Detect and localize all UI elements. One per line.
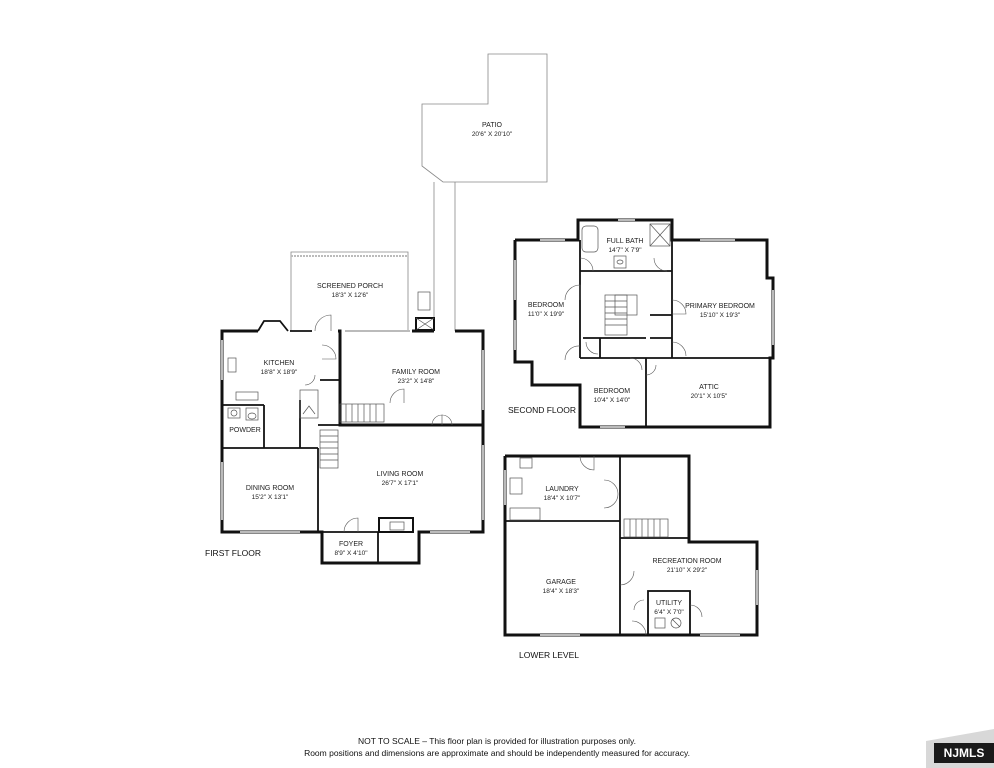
bedroom-2-dim: 10'4" X 14'0"	[594, 397, 631, 404]
lower-level-walls	[503, 454, 759, 637]
first-floor-stairs	[299, 389, 385, 469]
recreation-room-dim: 21'10" X 29'2"	[667, 567, 708, 574]
living-room-dim: 26'7" X 17'1"	[382, 480, 419, 487]
first-floor-fixtures	[227, 357, 259, 421]
screened-porch-dim: 18'3" X 12'6"	[332, 292, 369, 299]
utility-dim: 6'4" X 7'0"	[654, 609, 684, 616]
family-room-name: FAMILY ROOM	[392, 369, 440, 376]
garage-name: GARAGE	[546, 579, 576, 586]
recreation-room-name: RECREATION ROOM	[652, 558, 721, 565]
primary-bedroom-dim: 15'10" X 19'3"	[700, 312, 741, 319]
patio-name: PATIO	[482, 122, 503, 129]
laundry-name: LAUNDRY	[545, 486, 579, 493]
family-room-dim: 23'2" X 14'8"	[398, 378, 435, 385]
disclaimer-line-2: Room positions and dimensions are approx…	[304, 748, 690, 758]
bedroom-2-name: BEDROOM	[594, 388, 630, 395]
lower-level-fixtures	[509, 457, 682, 629]
laundry-dim: 18'4" X 10'7"	[544, 495, 581, 502]
first-floor-windows	[221, 330, 484, 533]
full-bath-name: FULL BATH	[607, 238, 644, 245]
second-floor-label: SECOND FLOOR	[508, 405, 576, 415]
attic-dim: 20'1" X 10'5"	[691, 393, 728, 400]
screened-porch-outline	[290, 251, 435, 332]
kitchen-name: KITCHEN	[264, 360, 295, 367]
powder-name: POWDER	[229, 427, 261, 434]
lower-level-stairs	[623, 518, 669, 538]
disclaimer: NOT TO SCALE – This floor plan is provid…	[0, 735, 994, 759]
first-floor-walls	[220, 329, 485, 565]
lower-level-doors	[579, 455, 703, 636]
lower-level-label: LOWER LEVEL	[519, 650, 579, 660]
first-floor-bay	[257, 320, 289, 332]
dining-room-dim: 15'2" X 13'1"	[252, 494, 289, 501]
utility-name: UTILITY	[656, 600, 682, 607]
full-bath-fixtures	[581, 223, 671, 269]
living-room-name: LIVING ROOM	[377, 471, 424, 478]
kitchen-dim: 18'8" X 18'9"	[261, 369, 298, 376]
lower-level-windows	[504, 470, 758, 636]
second-floor-windows	[514, 219, 774, 428]
foyer-dim: 8'9" X 4'10"	[334, 550, 368, 557]
bedroom-1-name: BEDROOM	[528, 302, 564, 309]
foyer-name: FOYER	[339, 541, 363, 548]
bedroom-1-dim: 11'0" X 19'9"	[528, 311, 565, 318]
patio-outline	[421, 53, 548, 331]
attic-name: ATTIC	[699, 384, 719, 391]
second-floor-stairs	[604, 294, 638, 336]
njmls-logo: NJMLS	[934, 743, 994, 763]
second-floor-doors	[564, 257, 687, 376]
disclaimer-line-1: NOT TO SCALE – This floor plan is provid…	[358, 736, 636, 746]
full-bath-dim: 14'7" X 7'9"	[608, 247, 642, 254]
second-floor-walls	[513, 218, 775, 429]
screened-porch-name: SCREENED PORCH	[317, 283, 383, 290]
first-floor-doors	[304, 314, 453, 533]
first-floor-label: FIRST FLOOR	[205, 548, 261, 558]
primary-bedroom-name: PRIMARY BEDROOM	[685, 303, 755, 310]
patio-dim: 20'6" X 20'10"	[472, 131, 513, 138]
dining-room-name: DINING ROOM	[246, 485, 294, 492]
garage-dim: 18'4" X 18'3"	[543, 588, 580, 595]
